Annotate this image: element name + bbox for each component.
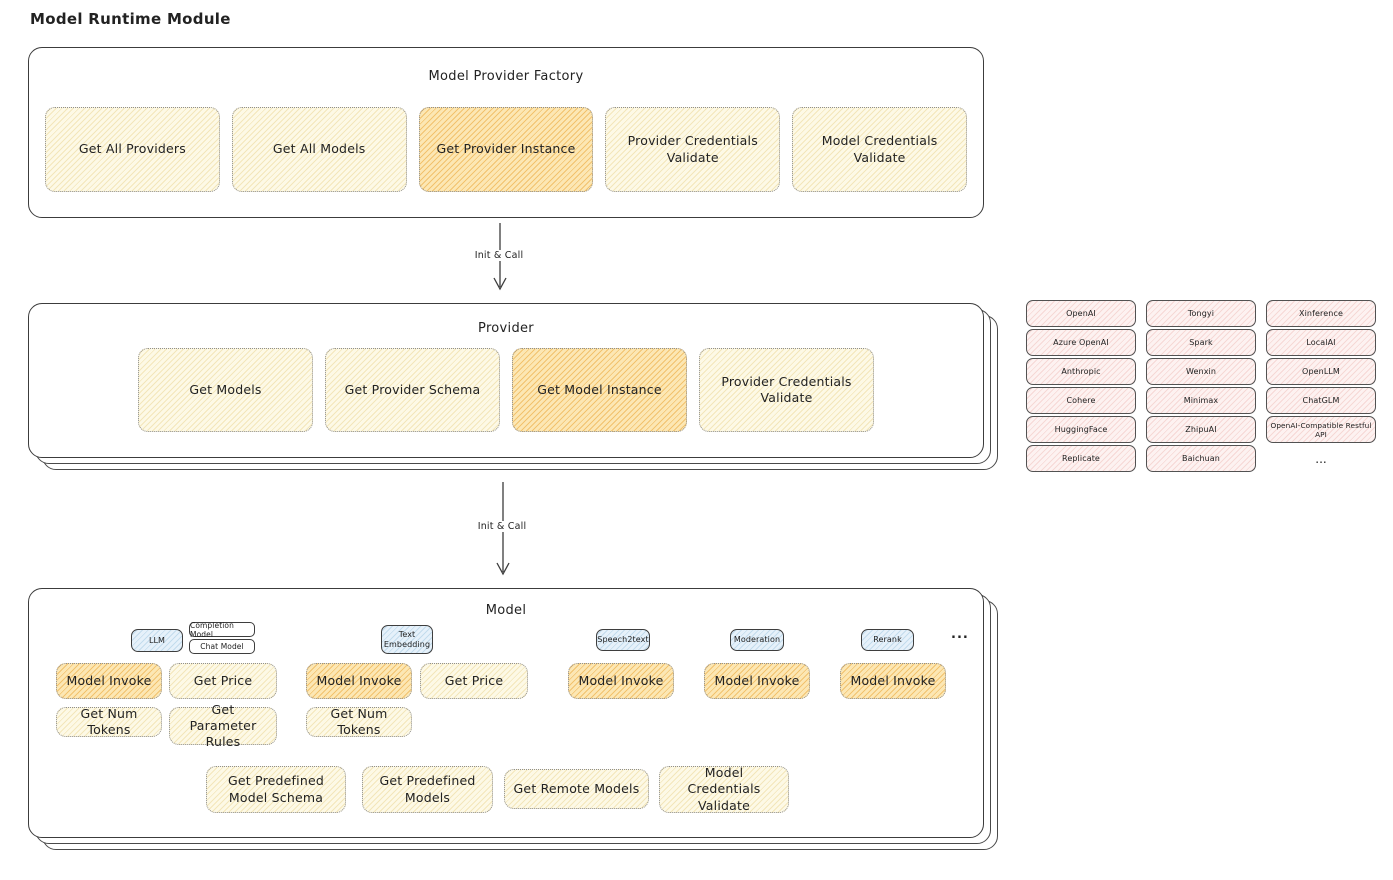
provider-item-openai: OpenAI: [1026, 300, 1136, 327]
tag-text-embedding: Text Embedding: [381, 625, 433, 654]
provider-item-spark: Spark: [1146, 329, 1256, 356]
provider-item-zhipuai: ZhipuAI: [1146, 416, 1256, 443]
model-title: Model: [485, 603, 527, 618]
op-get-remote-models: Get Remote Models: [504, 769, 649, 809]
op-model-credentials-validate-2: Model Credentials Validate: [659, 765, 789, 813]
op-provider-credentials-validate: Provider Credentials Validate: [605, 107, 781, 192]
op-model-credentials-validate: Model Credentials Validate: [792, 107, 967, 192]
op-moderation-model-invoke: Model Invoke: [704, 663, 810, 699]
op-get-provider-instance: Get Provider Instance: [418, 107, 594, 192]
provider-list-more: ...: [1315, 451, 1327, 466]
op-speech2text-model-invoke: Model Invoke: [568, 663, 674, 699]
provider-item-wenxin: Wenxin: [1146, 358, 1256, 385]
op-llm-model-invoke: Model Invoke: [56, 663, 162, 699]
tag-speech2text: Speech2text: [596, 629, 650, 651]
op-llm-get-price: Get Price: [169, 663, 277, 699]
provider-item-xinference: Xinference: [1266, 300, 1376, 327]
op-llm-get-parameter-rules: Get Parameter Rules: [169, 702, 277, 749]
op-provider-credentials-validate-2: Provider Credentials Validate: [699, 348, 874, 432]
provider-item-tongyi: Tongyi: [1146, 300, 1256, 327]
op-get-provider-schema: Get Provider Schema: [325, 348, 500, 432]
model-types-more: ...: [951, 627, 969, 642]
op-embedding-get-price: Get Price: [420, 663, 528, 699]
tag-rerank: Rerank: [861, 629, 914, 651]
factory-title: Model Provider Factory: [428, 69, 584, 84]
factory-ops-row: Get All Providers Get All Models Get Pro…: [45, 107, 967, 192]
provider-item-openai-compatible: OpenAI-Compatible Restful API: [1266, 416, 1376, 443]
op-get-all-models: Get All Models: [231, 107, 407, 192]
provider-item-chatglm: ChatGLM: [1266, 387, 1376, 414]
tag-llm: LLM: [131, 629, 183, 652]
op-get-models: Get Models: [138, 348, 313, 432]
op-embedding-model-invoke: Model Invoke: [306, 663, 412, 699]
provider-item-azure-openai: Azure OpenAI: [1026, 329, 1136, 356]
provider-item-minimax: Minimax: [1146, 387, 1256, 414]
provider-item-openllm: OpenLLM: [1266, 358, 1376, 385]
tag-completion-model: Completion Model: [189, 621, 255, 639]
init-call-label-1: Init & Call: [470, 250, 528, 261]
provider-title: Provider: [478, 321, 534, 336]
provider-list: OpenAI Tongyi Xinference Azure OpenAI Sp…: [1026, 300, 1376, 472]
op-get-predefined-model-schema: Get Predefined Model Schema: [206, 766, 346, 813]
init-call-label-2: Init & Call: [473, 521, 531, 532]
page-title: Model Runtime Module: [30, 10, 231, 28]
provider-item-huggingface: HuggingFace: [1026, 416, 1136, 443]
provider-container: Provider Get Models Get Provider Schema …: [28, 303, 984, 458]
provider-item-replicate: Replicate: [1026, 445, 1136, 472]
op-get-all-providers: Get All Providers: [45, 107, 220, 192]
provider-ops-row: Get Models Get Provider Schema Get Model…: [29, 348, 983, 432]
op-llm-get-num-tokens: Get Num Tokens: [56, 706, 162, 737]
op-embedding-get-num-tokens: Get Num Tokens: [306, 706, 412, 737]
model-container: Model LLM Completion Model Chat Model Te…: [28, 588, 984, 838]
provider-item-cohere: Cohere: [1026, 387, 1136, 414]
model-provider-factory-container: Model Provider Factory Get All Providers…: [28, 47, 984, 218]
tag-moderation: Moderation: [730, 629, 784, 651]
tag-chat-model: Chat Model: [189, 639, 255, 654]
op-rerank-model-invoke: Model Invoke: [840, 663, 946, 699]
op-get-model-instance: Get Model Instance: [512, 348, 687, 432]
provider-item-baichuan: Baichuan: [1146, 445, 1256, 472]
provider-item-localai: LocalAI: [1266, 329, 1376, 356]
provider-item-anthropic: Anthropic: [1026, 358, 1136, 385]
op-get-predefined-models: Get Predefined Models: [362, 766, 493, 813]
arrow-down-icon-2: [496, 482, 510, 576]
